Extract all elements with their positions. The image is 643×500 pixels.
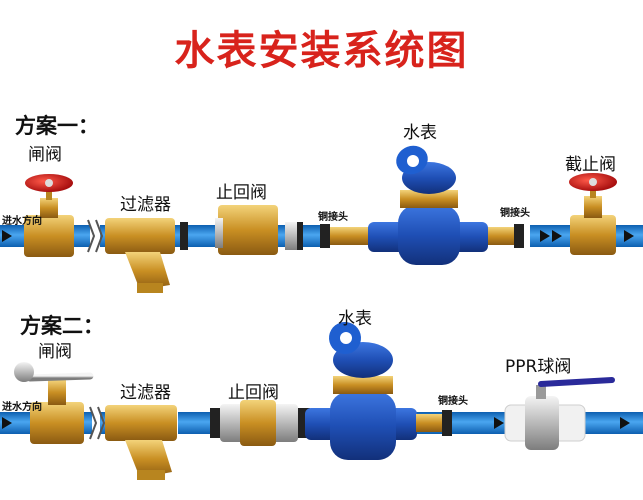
- plan1-stop-valve-label: 截止阀: [565, 155, 616, 175]
- plan1-check-valve-label: 止回阀: [216, 183, 267, 203]
- plan1-copper-joint-right-label: 铜接头: [500, 208, 530, 219]
- plan1-gate-valve-label: 闸阀: [28, 145, 62, 165]
- plan1-stop-valve: [569, 173, 617, 255]
- plan1-filter: [105, 218, 175, 293]
- plan2-ppr-ball-valve: [504, 377, 615, 450]
- plan1-flow-direction-label: 进水方向: [2, 216, 42, 227]
- plan2-copper-joint-label: 铜接头: [438, 396, 468, 407]
- plan2-flow-direction-label: 进水方向: [2, 402, 42, 413]
- plan1-gate-valve: [24, 174, 74, 257]
- plan1-flow-arrows: [2, 230, 634, 242]
- plan2-check-valve: [210, 400, 310, 446]
- plan2-flow-arrows: [2, 417, 630, 429]
- diagram-title: 水表安装系统图: [174, 28, 469, 74]
- plan1-heading: 方案一：: [15, 114, 99, 138]
- plan1-water-meter: [368, 145, 488, 265]
- plan1-check-valve: [180, 205, 303, 255]
- plan2-water-meter: [305, 322, 417, 460]
- plan1-copper-joint-right: [488, 224, 524, 248]
- plan2-copper-joint: [416, 410, 452, 436]
- plan2-gate-valve: [14, 362, 94, 444]
- plan2-gate-valve-label: 闸阀: [38, 342, 72, 362]
- plan2-ppr-ball-valve-label: PPR球阀: [505, 357, 572, 377]
- plan2-filter: [105, 405, 177, 480]
- plan1-copper-joint-left-label: 铜接头: [318, 212, 348, 223]
- plan1-copper-joint-left: [320, 224, 368, 248]
- plan1-filter-label: 过滤器: [120, 195, 171, 215]
- plan2-meter-label: 水表: [338, 309, 372, 329]
- plan2-check-valve-label: 止回阀: [228, 383, 279, 403]
- plan1-meter-label: 水表: [403, 123, 437, 143]
- plan2-filter-label: 过滤器: [120, 383, 171, 403]
- plan2-heading: 方案二：: [20, 314, 104, 338]
